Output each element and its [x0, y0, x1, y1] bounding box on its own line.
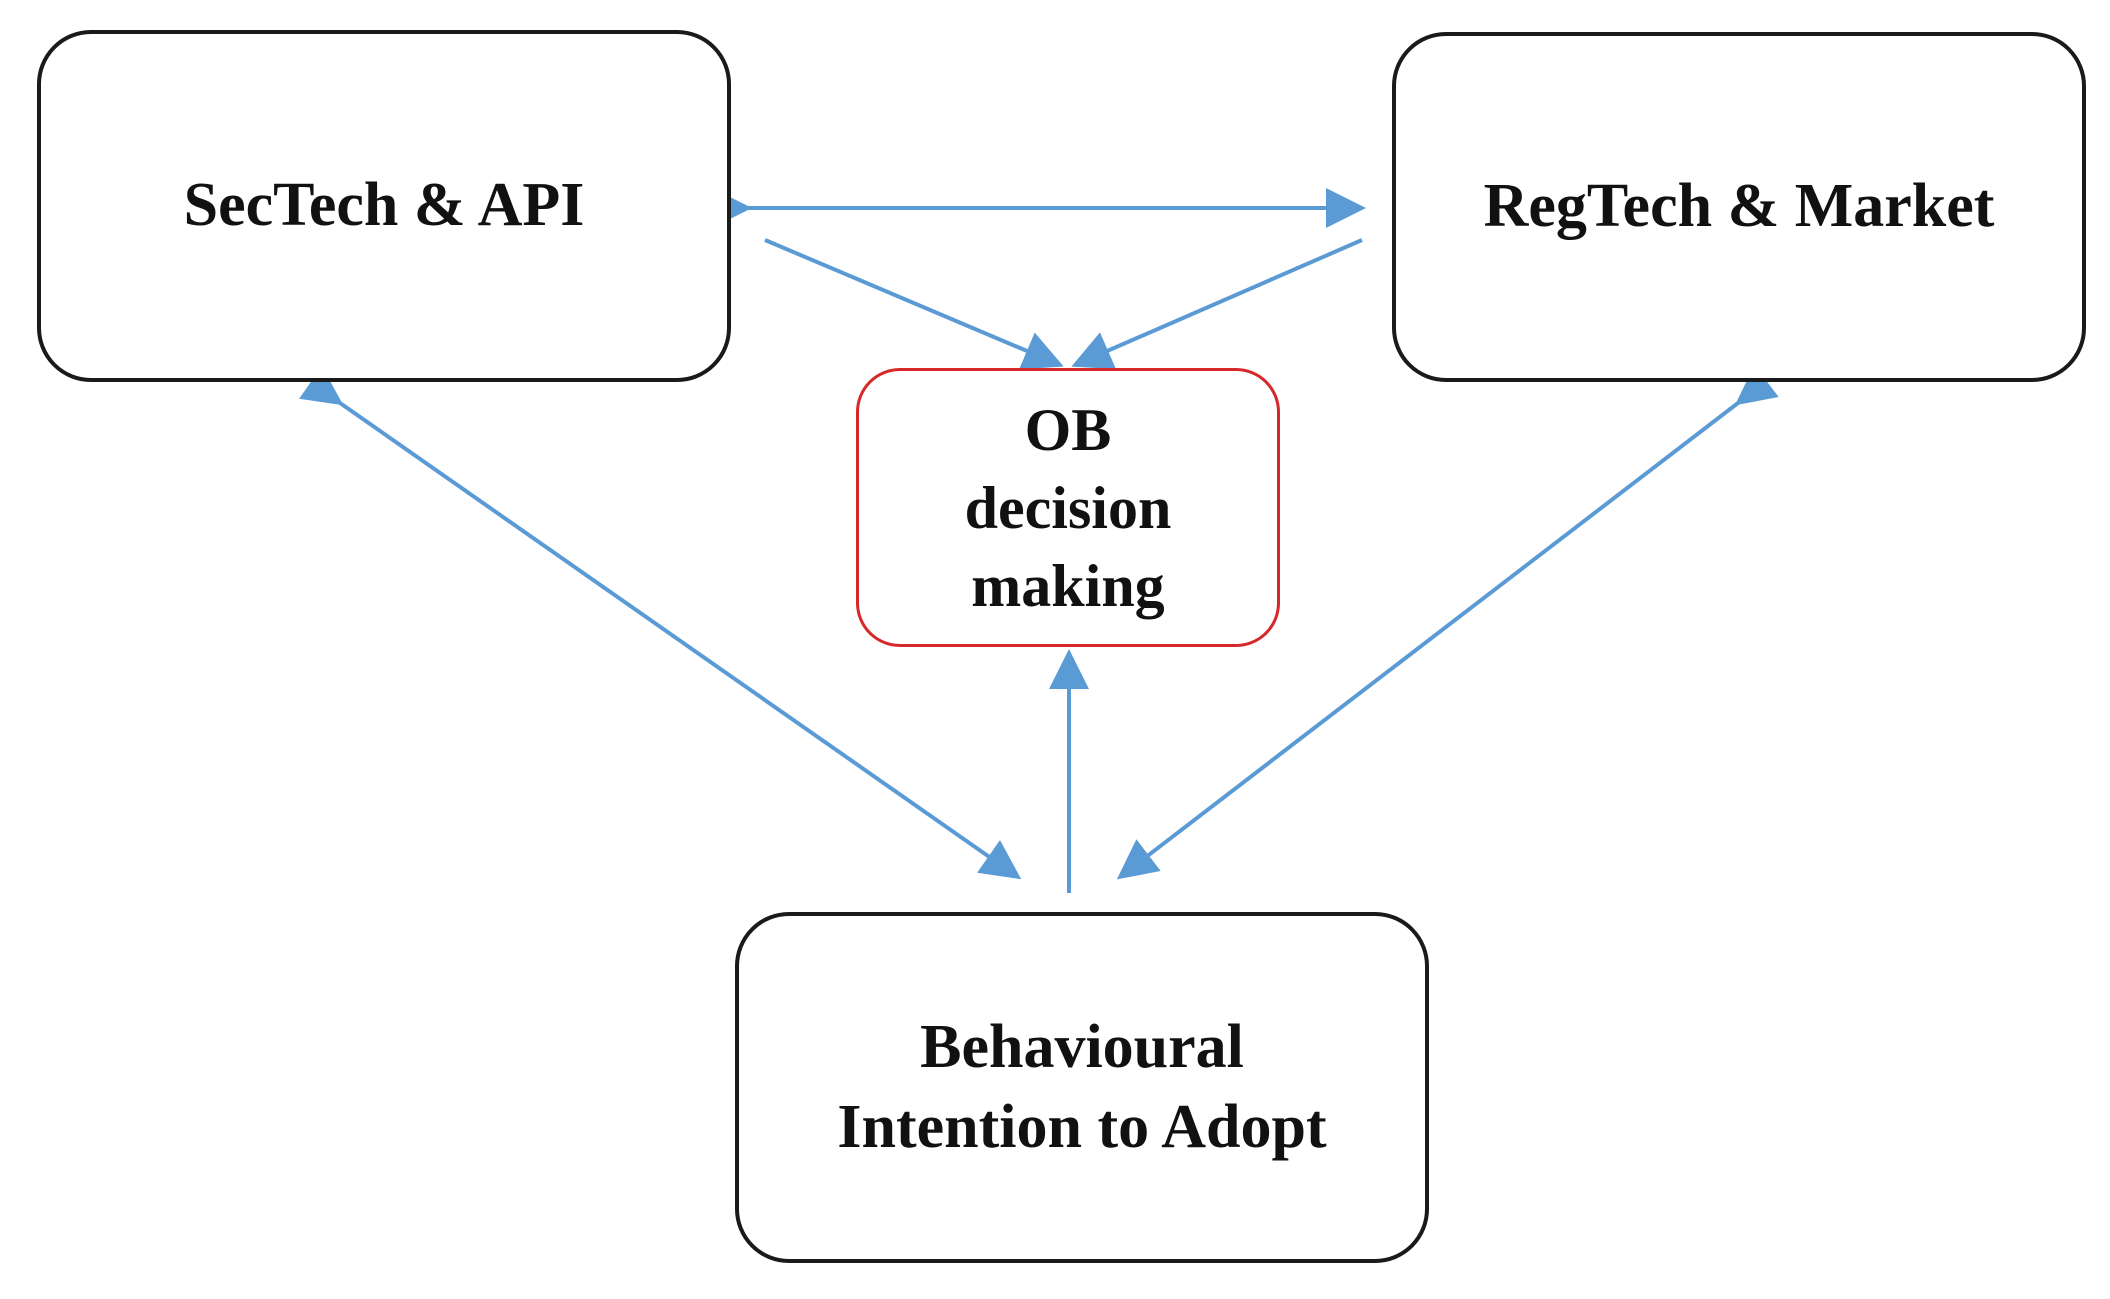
node-sectech-api: SecTech & API — [37, 30, 731, 382]
arrow-regtech-behaviour — [1116, 365, 1779, 880]
node-behavioural-intention: Behavioural Intention to Adopt — [735, 912, 1429, 1263]
node-ob-line-3: making — [971, 552, 1165, 619]
node-behavioural-intention-text: Behavioural Intention to Adopt — [837, 1008, 1326, 1167]
node-behavioural-line-2: Intention to Adopt — [837, 1092, 1327, 1161]
arrow-regtech-to-ob — [1071, 238, 1363, 369]
arrow-sectech-behaviour — [299, 365, 1022, 880]
node-regtech-market: RegTech & Market — [1392, 32, 2086, 382]
arrow-sectech-to-ob — [764, 238, 1064, 370]
node-regtech-market-label: RegTech & Market — [1483, 172, 1995, 241]
node-ob-decision-making: OB decision making — [856, 368, 1280, 647]
node-sectech-api-label: SecTech & API — [183, 171, 585, 240]
node-ob-line-1: OB — [1024, 396, 1112, 463]
node-ob-line-2: decision — [964, 474, 1172, 541]
node-behavioural-line-1: Behavioural — [920, 1013, 1244, 1082]
node-ob-decision-making-text: OB decision making — [965, 391, 1172, 625]
